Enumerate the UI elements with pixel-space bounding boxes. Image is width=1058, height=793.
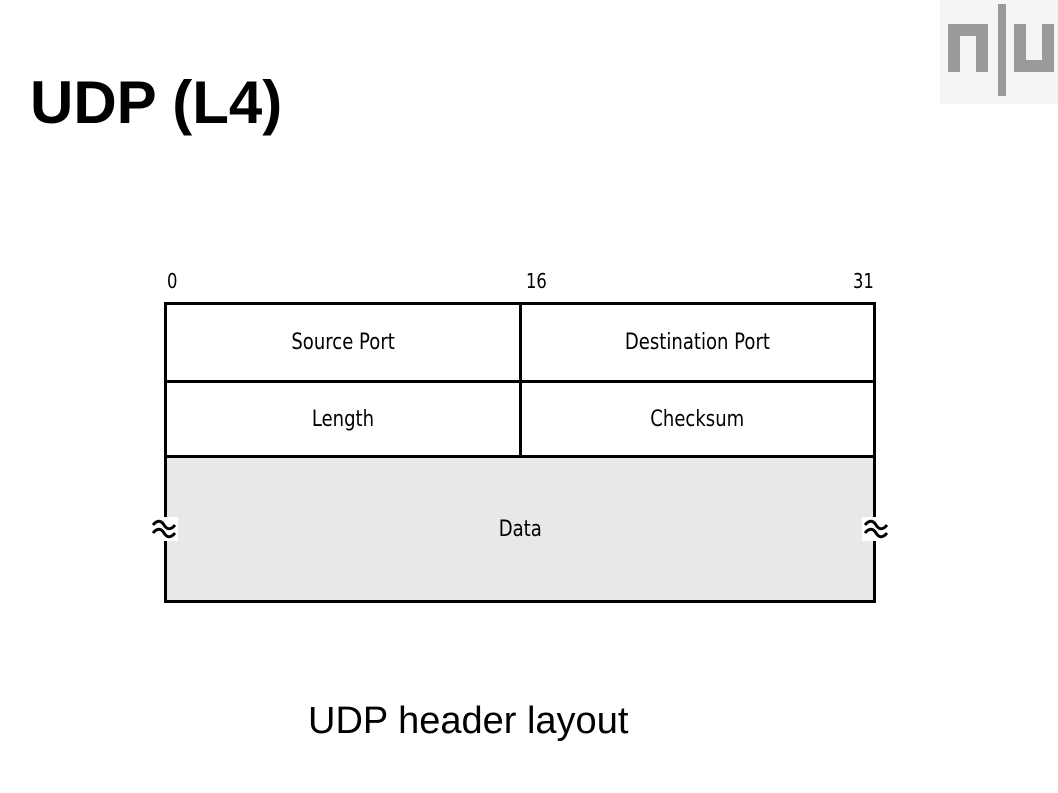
length-field: Length — [311, 407, 375, 432]
source-port-field: Source Port — [291, 330, 395, 355]
diagram-caption: UDP header layout — [308, 700, 629, 742]
column-divider — [519, 305, 522, 456]
data-field: Data — [167, 458, 873, 600]
slide-title: UDP (L4) — [30, 69, 283, 136]
bit-label-middle: 16 — [526, 269, 547, 293]
nlu-logo — [940, 0, 1058, 104]
bit-label-start: 0 — [167, 269, 178, 293]
checksum-field: Checksum — [650, 407, 745, 432]
udp-header-diagram: Source Port Destination Port Length Chec… — [164, 302, 876, 603]
wavy-break-icon — [150, 517, 178, 541]
bit-label-end: 31 — [853, 269, 874, 293]
row-divider — [167, 455, 873, 458]
wavy-break-icon — [862, 517, 890, 541]
destination-port-field: Destination Port — [624, 330, 771, 355]
